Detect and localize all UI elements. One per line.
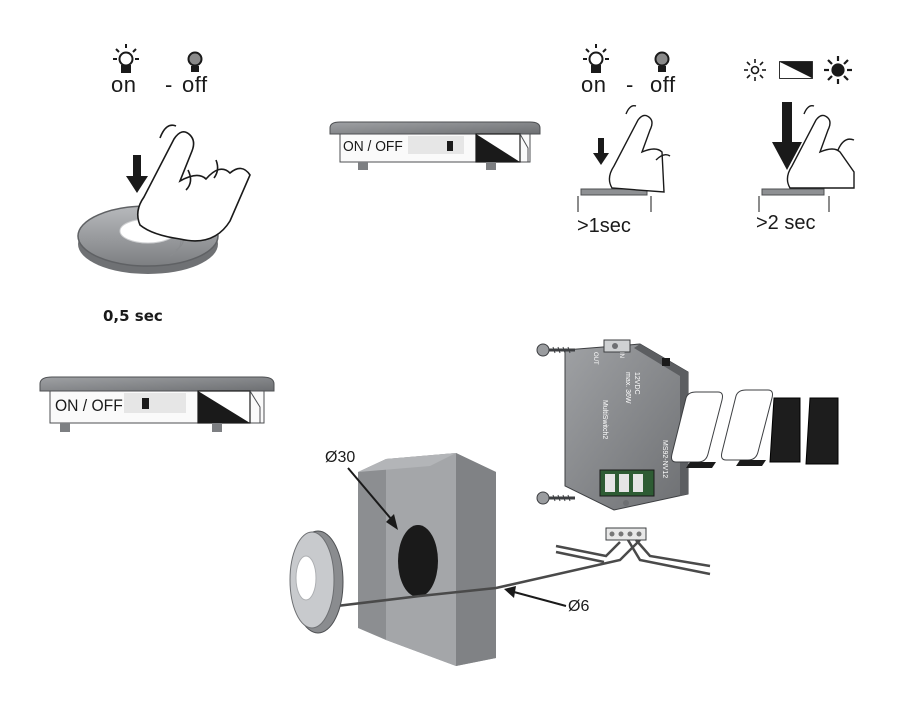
controller-brand: MultiSwitch2 xyxy=(601,400,608,440)
switch-bottom-label: ON / OFF xyxy=(55,396,123,415)
hole-diameter-label: Ø30 xyxy=(325,449,356,466)
cable-diameter-label: Ø6 xyxy=(568,598,590,615)
screw-icon-2 xyxy=(536,491,575,505)
controller-power: max. 36W xyxy=(624,372,631,404)
legend-off-label-2: off xyxy=(650,72,676,97)
press-2sec-label: >2 sec xyxy=(756,212,816,234)
power-leads xyxy=(555,539,711,576)
press-2sec-illustration xyxy=(758,102,855,212)
switch-side-view-bottom xyxy=(39,376,275,432)
switch-side-view-top xyxy=(329,121,541,170)
legend-separator: - xyxy=(165,72,173,97)
dimming-ramp-icon xyxy=(779,61,813,79)
switch-top-label: ON / OFF xyxy=(343,138,403,155)
legend-on-label-2: on xyxy=(581,72,607,97)
press-1sec-illustration xyxy=(577,104,671,212)
press-1sec-label: >1sec xyxy=(577,215,631,237)
adhesive-pads xyxy=(671,389,839,468)
bulb-off-icon xyxy=(187,51,203,72)
press-short-label: 0,5 sec xyxy=(103,307,163,325)
controller-port-in: IN xyxy=(618,352,624,358)
cable-dimension-arrow xyxy=(504,586,567,607)
controller-voltage: 12VDC xyxy=(633,372,640,395)
legend-on-label: on xyxy=(111,72,137,97)
screw-icon xyxy=(536,343,575,357)
finger-icon xyxy=(136,124,251,242)
installed-switch xyxy=(289,530,344,634)
terminal-connector xyxy=(605,527,647,541)
light-dim-icon xyxy=(744,59,766,81)
down-arrow-icon xyxy=(126,155,148,193)
controller-box xyxy=(564,339,689,511)
legend-off-label: off xyxy=(182,72,208,97)
controller-model: MS92-NV12 xyxy=(661,440,668,479)
bulb-on-icon-2 xyxy=(583,44,609,73)
light-bright-icon xyxy=(824,56,852,84)
bulb-off-icon-2 xyxy=(654,51,670,72)
bulb-on-icon xyxy=(113,44,139,73)
legend-separator-2: - xyxy=(626,72,634,97)
mounting-wall xyxy=(358,453,496,666)
controller-port-out: OUT xyxy=(592,352,598,365)
hole-dimension-arrow xyxy=(347,467,398,530)
